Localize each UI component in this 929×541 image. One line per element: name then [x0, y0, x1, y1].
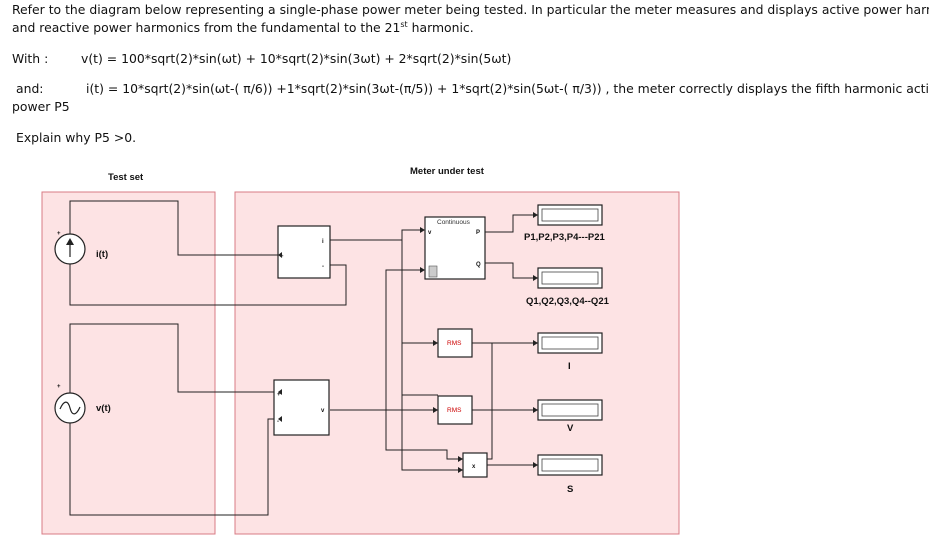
display-v-label: V	[567, 423, 574, 434]
voltage-meas-minus: -	[277, 419, 279, 425]
rms-voltage-label: RMS	[447, 407, 462, 414]
question-line-continuation: power P5	[12, 99, 70, 114]
question-line-2-text: and reactive power harmonics from the fu…	[12, 20, 401, 35]
question-line-2: and reactive power harmonics from the fu…	[12, 19, 474, 36]
meter-title: Meter under test	[410, 166, 485, 177]
voltage-source-label: v(t)	[96, 403, 111, 414]
explain-prompt: Explain why P5 >0.	[16, 130, 137, 145]
question-line-1: Refer to the diagram below representing …	[12, 2, 929, 17]
superscript-st: st	[400, 19, 408, 29]
arrowheads	[278, 212, 538, 473]
display-s[interactable]	[537, 454, 603, 476]
test-set-title: Test set	[108, 172, 144, 183]
voltage-measurement-block[interactable]	[273, 379, 330, 436]
display-q[interactable]	[537, 267, 603, 289]
display-s-label: S	[567, 484, 573, 495]
product-label: x	[472, 464, 476, 470]
display-i-label: I	[568, 361, 571, 372]
voltage-meas-plus: +	[277, 392, 281, 398]
current-source-label: i(t)	[96, 249, 108, 260]
power-block[interactable]	[424, 216, 486, 280]
voltage-equation: v(t) = 100*sqrt(2)*sin(ωt) + 10*sqrt(2)*…	[81, 51, 512, 66]
rms-current-block[interactable]	[437, 328, 473, 358]
display-q-label: Q1,Q2,Q3,Q4--Q21	[526, 296, 610, 307]
voltage-source	[54, 392, 86, 424]
display-p-label: P1,P2,P3,P4---P21	[524, 232, 606, 243]
display-v[interactable]	[537, 399, 603, 421]
power-block-port-q: Q	[476, 262, 481, 268]
current-measurement-block[interactable]	[277, 225, 331, 279]
rms-voltage-block[interactable]	[437, 395, 473, 425]
product-block[interactable]	[462, 452, 488, 478]
wires	[69, 200, 538, 516]
voltage-source-plus: +	[57, 384, 61, 390]
current-equation: i(t) = 10*sqrt(2)*sin(ωt-( π/6)) +1*sqrt…	[86, 81, 929, 96]
with-label: With :	[12, 51, 49, 66]
power-block-port-v: v	[428, 230, 432, 236]
current-source	[54, 233, 86, 265]
voltage-meas-port-v: v	[321, 408, 325, 414]
rms-current-label: RMS	[447, 340, 462, 347]
current-meas-minus: -	[322, 264, 324, 270]
current-source-plus: +	[57, 231, 61, 237]
power-block-port-p: P	[476, 230, 480, 236]
current-meas-port-i: i	[322, 239, 324, 245]
display-i[interactable]	[537, 332, 603, 354]
power-block-continuous: Continuous	[437, 219, 471, 226]
question-line-2-end: harmonic.	[407, 20, 474, 35]
and-label: and:	[16, 81, 44, 96]
display-p[interactable]	[537, 204, 603, 226]
